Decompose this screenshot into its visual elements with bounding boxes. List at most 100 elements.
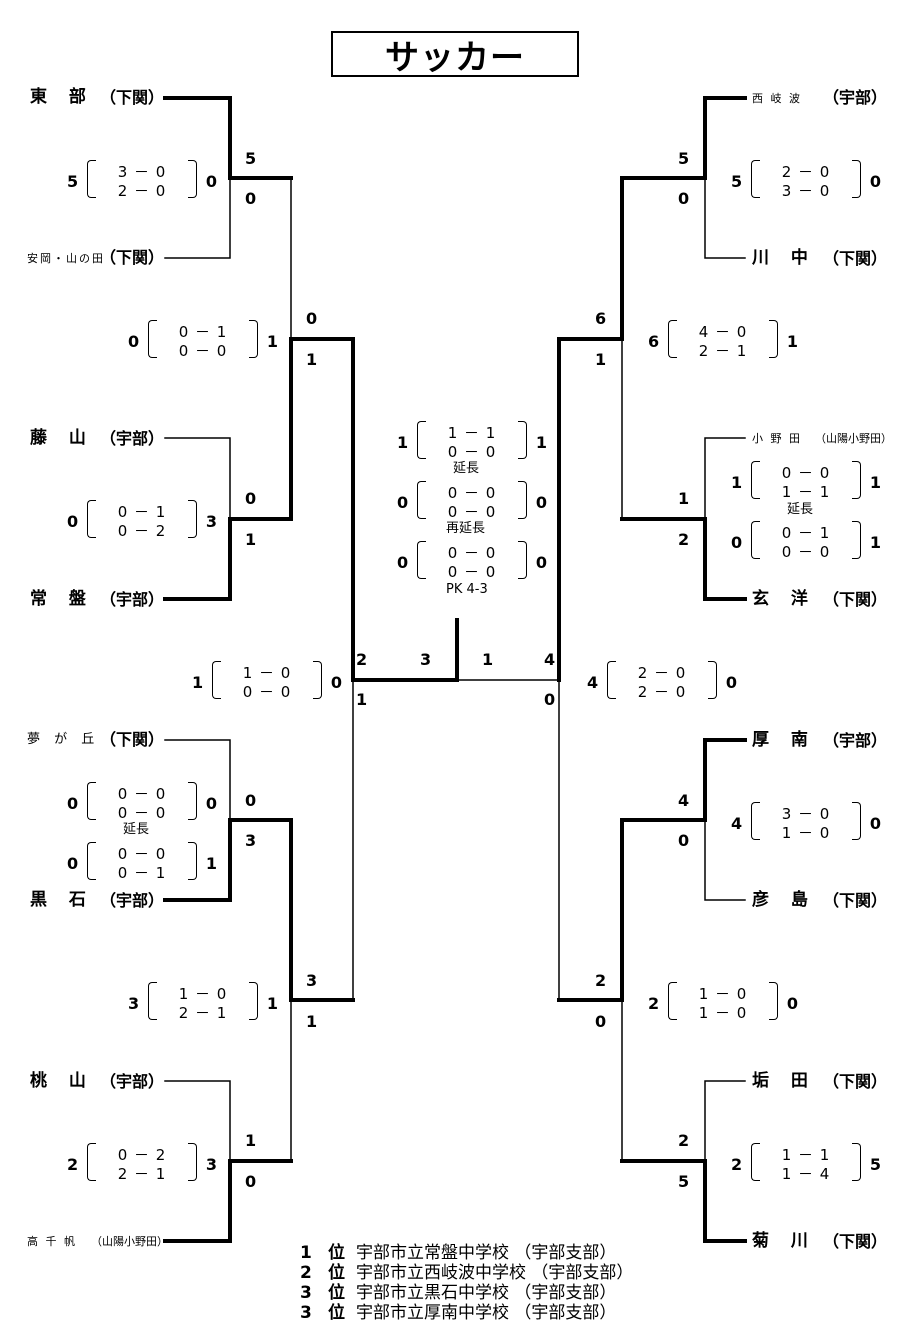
bracket-right xyxy=(852,160,861,198)
result-school: 宇部市立常盤中学校 xyxy=(356,1243,509,1263)
bracket-right xyxy=(249,320,258,358)
bracket-left xyxy=(751,802,760,840)
half-score: 3 － 0 xyxy=(781,182,831,200)
bracket-right xyxy=(313,661,322,699)
bracket-right xyxy=(852,521,861,559)
bracket-right xyxy=(188,1143,197,1181)
match-total-right: 5 xyxy=(869,1155,881,1174)
team-pref: （下関） xyxy=(823,590,888,609)
match-score: 4 2 － 0 2 － 0 0 xyxy=(587,661,737,701)
team-name: 夢 が 丘 xyxy=(27,732,100,747)
second-extra-time-note: 再延長 xyxy=(446,521,486,536)
half-score: 3 － 0 xyxy=(781,805,831,823)
round-score: 2 xyxy=(595,971,607,990)
match-total-left: 0 xyxy=(67,794,79,813)
extra-time-note: 延長 xyxy=(123,822,150,837)
match-score: 1 1 － 0 0 － 0 0 xyxy=(192,661,342,701)
bracket-left xyxy=(751,521,760,559)
half-score: 1 － 0 xyxy=(242,664,292,682)
half-score: 0 － 2 xyxy=(117,1146,167,1164)
team-name: 桃 山 xyxy=(30,1071,94,1091)
bracket-left xyxy=(417,541,426,579)
bracket-left xyxy=(668,320,677,358)
team-pref: （下関） xyxy=(823,249,888,268)
match-score: 0 0 － 1 0 － 2 3 xyxy=(67,500,217,540)
team-pref: （下関） xyxy=(823,1072,888,1091)
match-total-right: 0 xyxy=(725,673,737,692)
bracket-left xyxy=(148,320,157,358)
team-pref: （宇部） xyxy=(100,891,165,910)
round-score: 0 xyxy=(306,309,318,328)
bracket-left xyxy=(751,1143,760,1181)
result-branch: （宇部支部） xyxy=(514,1283,617,1303)
match-total-left: 3 xyxy=(128,994,140,1013)
result-school: 宇部市立西岐波中学校 xyxy=(356,1263,526,1283)
result-branch: （宇部支部） xyxy=(514,1303,617,1323)
round-score: 1 xyxy=(595,350,607,369)
team-name: 川 中 xyxy=(752,248,816,268)
result-pos: 位 xyxy=(328,1283,345,1303)
half-score: 3 － 0 xyxy=(117,163,167,181)
match-total-right: 1 xyxy=(266,332,278,351)
round-score: 5 xyxy=(678,149,690,168)
extra-time-note: 延長 xyxy=(787,502,814,517)
penalty-note: PK 4-3 xyxy=(446,582,488,597)
round-score: 1 xyxy=(482,650,494,669)
half-score: 2 － 0 xyxy=(637,683,687,701)
round-score: 0 xyxy=(678,189,690,208)
bracket-left xyxy=(751,461,760,499)
half-score: 0 － 1 xyxy=(781,524,831,542)
match-total-left: 4 xyxy=(587,673,599,692)
round-score: 1 xyxy=(306,350,318,369)
bracket-right xyxy=(188,500,197,538)
half-score: 0 － 0 xyxy=(117,845,167,863)
half-score: 2 － 1 xyxy=(117,1165,167,1183)
half-score: 0 － 0 xyxy=(117,804,167,822)
bracket-right xyxy=(188,160,197,198)
team-name: 黒 石 xyxy=(30,890,94,910)
team-name: 高 千 帆 xyxy=(27,1235,77,1248)
match-total-right: 0 xyxy=(535,553,547,572)
match-total-right: 1 xyxy=(869,473,881,492)
round-score: 1 xyxy=(678,489,690,508)
half-score: 1 － 0 xyxy=(698,985,748,1003)
bracket-right xyxy=(249,982,258,1020)
half-score: 2 － 1 xyxy=(698,342,748,360)
round-score: 0 xyxy=(544,690,556,709)
final-extra-score: 0 0 － 0 0 － 0 0 xyxy=(397,481,547,521)
extra-time-note: 延長 xyxy=(453,461,480,476)
half-score: 1 － 1 xyxy=(781,483,831,501)
match-total-right: 0 xyxy=(205,172,217,191)
match-total-right: 0 xyxy=(786,994,798,1013)
bracket-left xyxy=(417,481,426,519)
team-pref: （宇部） xyxy=(823,88,888,107)
team-name: 藤 山 xyxy=(30,428,94,448)
match-total-left: 0 xyxy=(128,332,140,351)
bracket-right xyxy=(188,782,197,820)
team-name: 安岡・山の田 xyxy=(27,252,105,265)
half-score: 0 － 0 xyxy=(447,544,497,562)
match-score: 2 1 － 1 1 － 4 5 xyxy=(731,1143,881,1183)
half-score: 4 － 0 xyxy=(698,323,748,341)
half-score: 1 － 0 xyxy=(178,985,228,1003)
match-total-right: 3 xyxy=(205,1155,217,1174)
round-score: 0 xyxy=(245,1172,257,1191)
match-total-left: 5 xyxy=(731,172,743,191)
page-title: サッカー xyxy=(331,31,579,78)
result-branch: （宇部支部） xyxy=(514,1243,617,1263)
half-score: 2 － 0 xyxy=(781,163,831,181)
bracket-right xyxy=(708,661,717,699)
round-score: 1 xyxy=(306,1012,318,1031)
team-pref: （山陽小野田） xyxy=(815,432,892,445)
team-pref: （宇部） xyxy=(100,590,165,609)
match-total-left: 2 xyxy=(67,1155,79,1174)
round-score: 1 xyxy=(245,530,257,549)
team-pref: （下関） xyxy=(823,891,888,910)
match-total-right: 0 xyxy=(205,794,217,813)
round-score: 0 xyxy=(245,489,257,508)
round-score: 3 xyxy=(306,971,318,990)
